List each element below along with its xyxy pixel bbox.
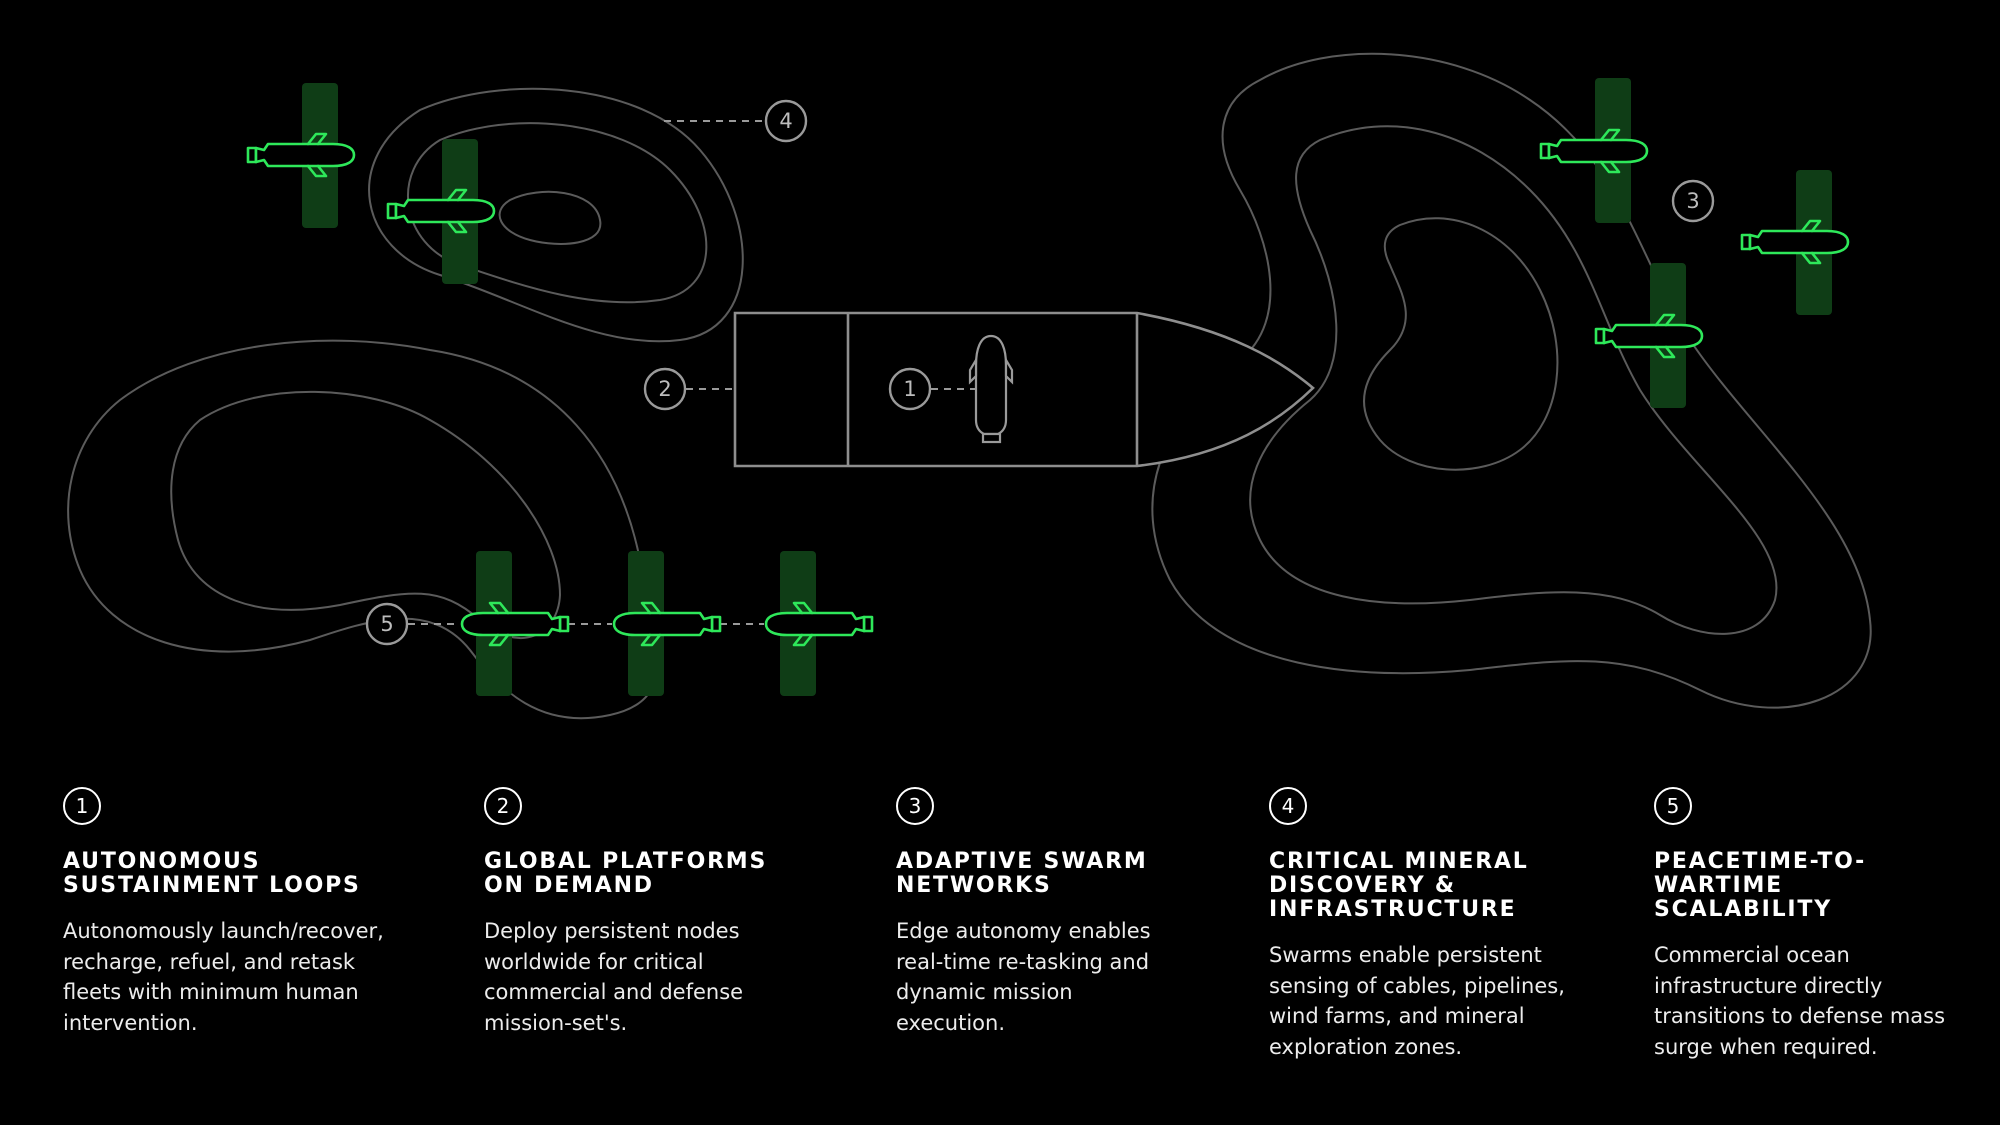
feature-number-badge: 5 (1654, 787, 1692, 825)
contour-top-middle (407, 122, 708, 304)
feature-global-platforms: 2 Global Platforms on Demand Deploy pers… (484, 787, 844, 1038)
callouts: 1 2 3 4 5 (365, 99, 1715, 646)
feature-description: Edge autonomy enables real-time re-taski… (896, 919, 1151, 1035)
mothership (733, 311, 1315, 468)
connector-lines (408, 120, 976, 625)
svg-text:5: 5 (380, 612, 393, 636)
docked-vehicle-icon (968, 334, 1014, 444)
feature-title: Critical Mineral Discovery & Infrastruct… (1269, 849, 1529, 922)
contour-left-outer (67, 339, 660, 720)
callout-3: 3 (1671, 179, 1715, 223)
contour-top-outer (368, 87, 744, 343)
svg-text:1: 1 (903, 377, 916, 401)
feature-adaptive-swarm: 3 Adaptive Swarm Networks Edge autonomy … (896, 787, 1256, 1038)
feature-title: Global Platforms on Demand (484, 849, 768, 898)
ship-hull-icon (733, 311, 1315, 468)
feature-title: Peacetime-to- Wartime Scalability (1654, 849, 1867, 922)
feature-description: Swarms enable persistent sensing of cabl… (1269, 943, 1565, 1059)
auv-icon (1740, 219, 1850, 265)
auv-icon (1539, 128, 1649, 174)
svg-text:4: 4 (779, 109, 792, 133)
feature-description: Commercial ocean infrastructure directly… (1654, 943, 1946, 1059)
svg-text:3: 3 (1686, 189, 1699, 213)
callout-1: 1 (888, 367, 932, 411)
feature-number-badge: 1 (63, 787, 101, 825)
feature-title: Adaptive Swarm Networks (896, 849, 1148, 898)
feature-autonomous-sustainment: 1 Autonomous Sustainment Loops Autonomou… (63, 787, 423, 1038)
auv-icon (386, 188, 496, 234)
feature-number-badge: 2 (484, 787, 522, 825)
callout-4: 4 (764, 99, 808, 143)
contour-right-middle (1249, 125, 1778, 635)
feature-description: Autonomously launch/recover, recharge, r… (63, 919, 384, 1035)
contour-right-inner (1363, 217, 1559, 471)
feature-number-badge: 3 (896, 787, 934, 825)
feature-peacetime-wartime: 5 Peacetime-to- Wartime Scalability Comm… (1654, 787, 2000, 1062)
callout-2: 2 (643, 367, 687, 411)
auv-icon (246, 132, 356, 178)
auv-icon (1594, 313, 1704, 359)
contour-top-inner (498, 190, 602, 245)
feature-number-badge: 4 (1269, 787, 1307, 825)
feature-description: Deploy persistent nodes worldwide for cr… (484, 919, 744, 1035)
svg-text:2: 2 (658, 377, 671, 401)
callout-5: 5 (365, 602, 409, 646)
feature-critical-mineral: 4 Critical Mineral Discovery & Infrastru… (1269, 787, 1629, 1062)
feature-title: Autonomous Sustainment Loops (63, 849, 361, 898)
